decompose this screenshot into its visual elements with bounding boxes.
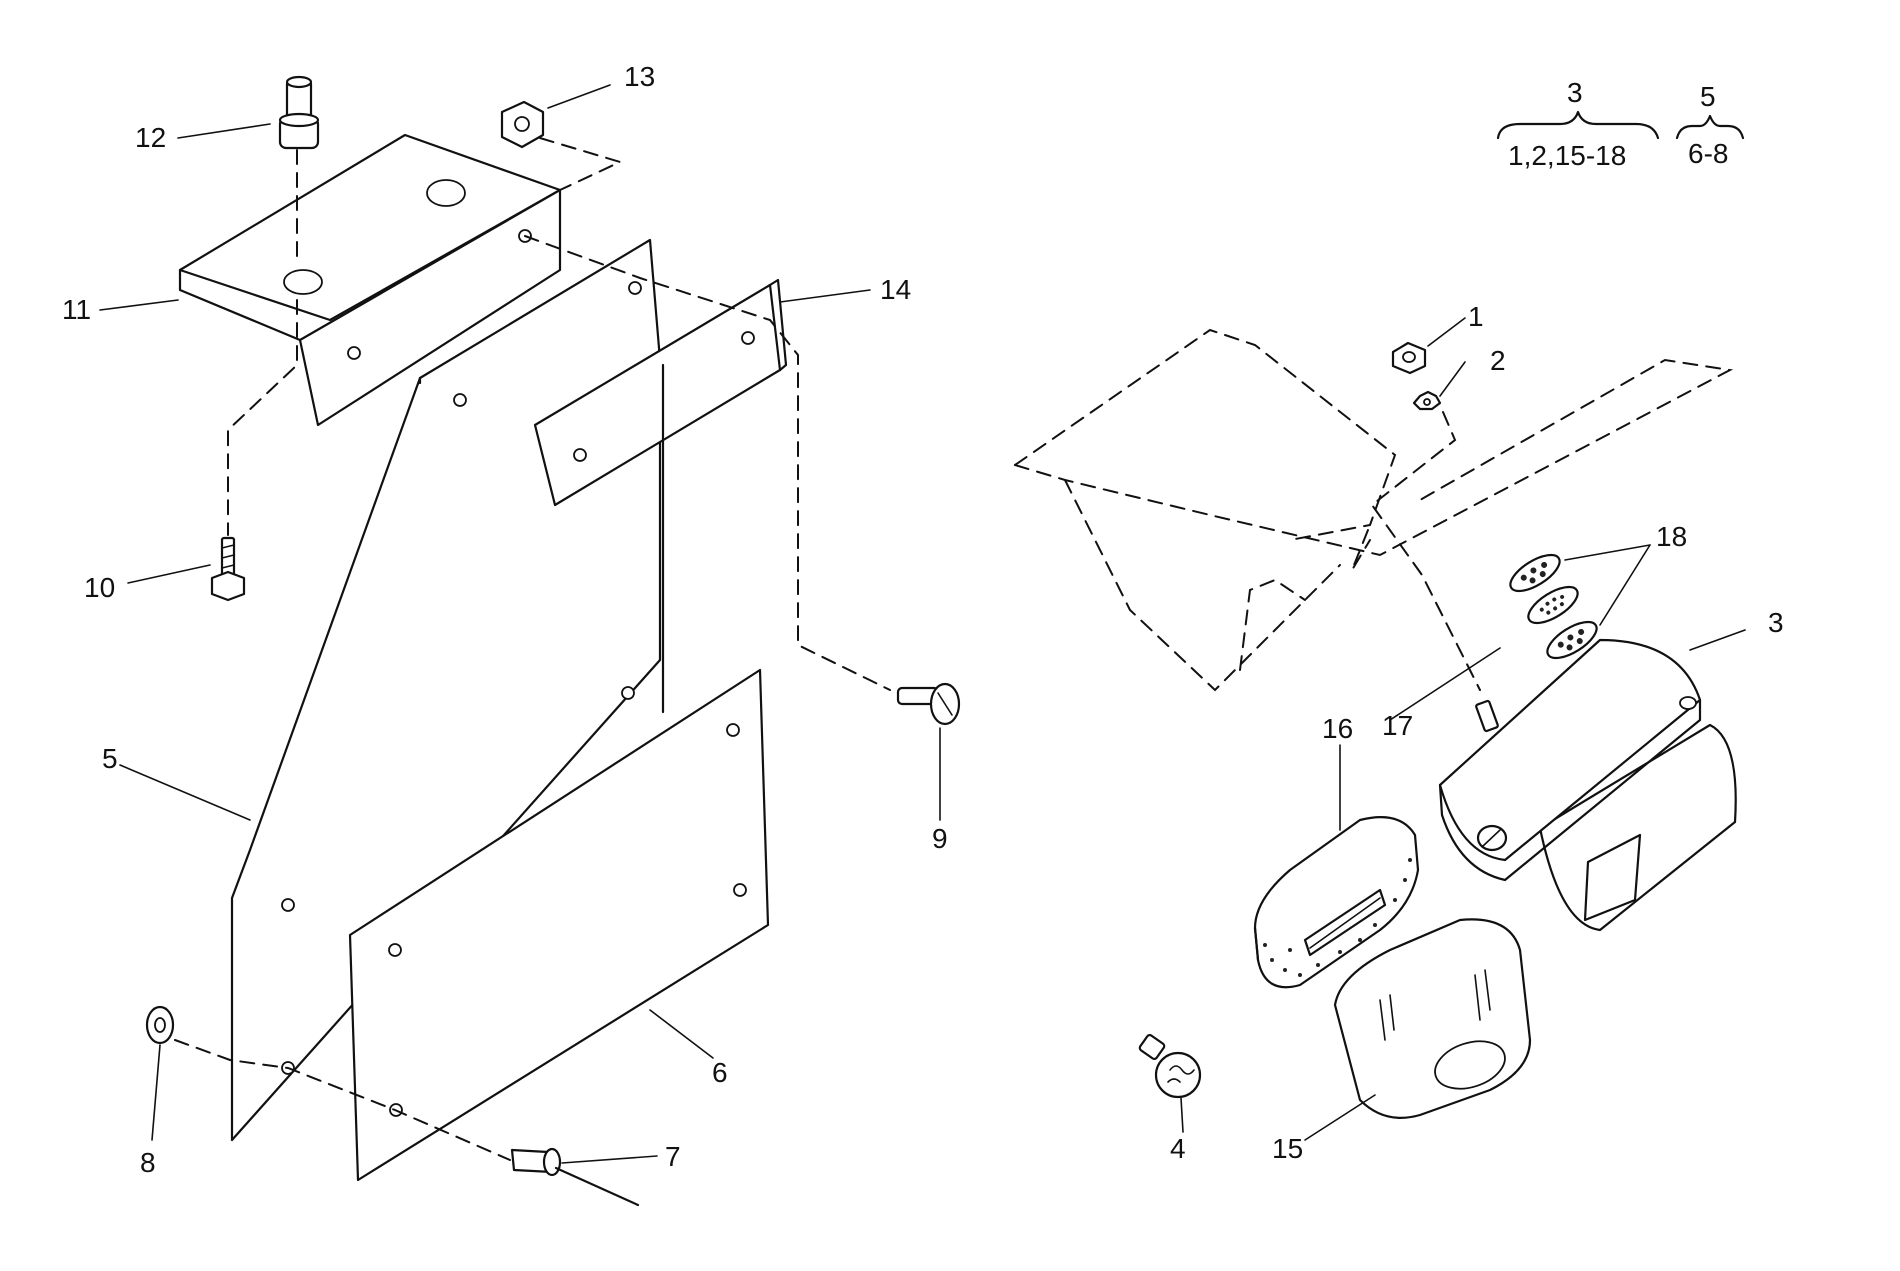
callout-9: 9: [932, 823, 948, 854]
callout-10: 10: [84, 572, 115, 603]
part-12-spacer: [278, 75, 320, 150]
callout-7: 7: [665, 1141, 681, 1172]
legend-group-b-parent: 5: [1700, 81, 1716, 112]
left-assembly-lines: [174, 137, 891, 1161]
legend-group-b-children: 6-8: [1688, 138, 1728, 169]
callout-16: 16: [1322, 713, 1353, 744]
leader-lines: [99, 84, 1746, 1164]
part-17-axis-line: [1370, 411, 1481, 691]
callout-6: 6: [712, 1057, 728, 1088]
part-8-washer: [145, 1005, 175, 1045]
callout-13: 13: [624, 61, 655, 92]
part-2-lock-washer: [1412, 390, 1442, 411]
callout-15: 15: [1272, 1133, 1303, 1164]
parts-group-legend: 3 1,2,15-18 5 6-8: [1496, 77, 1745, 171]
callout-numbers: 12 13 11 14 10 5 9 8 6 7 1 2 18 3 17 16 …: [62, 61, 1784, 1178]
callout-8: 8: [140, 1147, 156, 1178]
legend-group-a-children: 1,2,15-18: [1508, 140, 1626, 171]
part-18-gaskets: [1509, 553, 1598, 660]
callout-14: 14: [880, 274, 911, 305]
callout-5: 5: [102, 743, 118, 774]
part-14-strip: [533, 278, 788, 507]
callout-17: 17: [1382, 710, 1413, 741]
legend-group-a-parent: 3: [1567, 77, 1583, 108]
part-16-lens-base: [1253, 816, 1420, 989]
legend-group-a-brace: [1496, 110, 1660, 140]
part-11-angle-bracket: [178, 133, 562, 427]
part-3-lamp-housing: [1438, 638, 1737, 932]
part-4-bulb: [1138, 1033, 1202, 1099]
legend-group-b-brace: [1675, 114, 1745, 140]
callout-12: 12: [135, 122, 166, 153]
part-6-plate: [348, 668, 770, 1182]
callout-4: 4: [1170, 1133, 1186, 1164]
callout-1: 1: [1468, 301, 1484, 332]
part-10-screw: [210, 536, 246, 602]
callout-3: 3: [1768, 607, 1784, 638]
part-1-nut: [1391, 341, 1427, 375]
part-9-screw: [896, 682, 961, 726]
phantom-fender: [1014, 328, 1734, 692]
callout-18: 18: [1656, 521, 1687, 552]
callout-2: 2: [1490, 345, 1506, 376]
part-15-lens-cap: [1333, 918, 1532, 1119]
part-7-rivet: [510, 1147, 640, 1207]
callout-11: 11: [62, 294, 91, 325]
part-13-nut: [500, 100, 545, 149]
